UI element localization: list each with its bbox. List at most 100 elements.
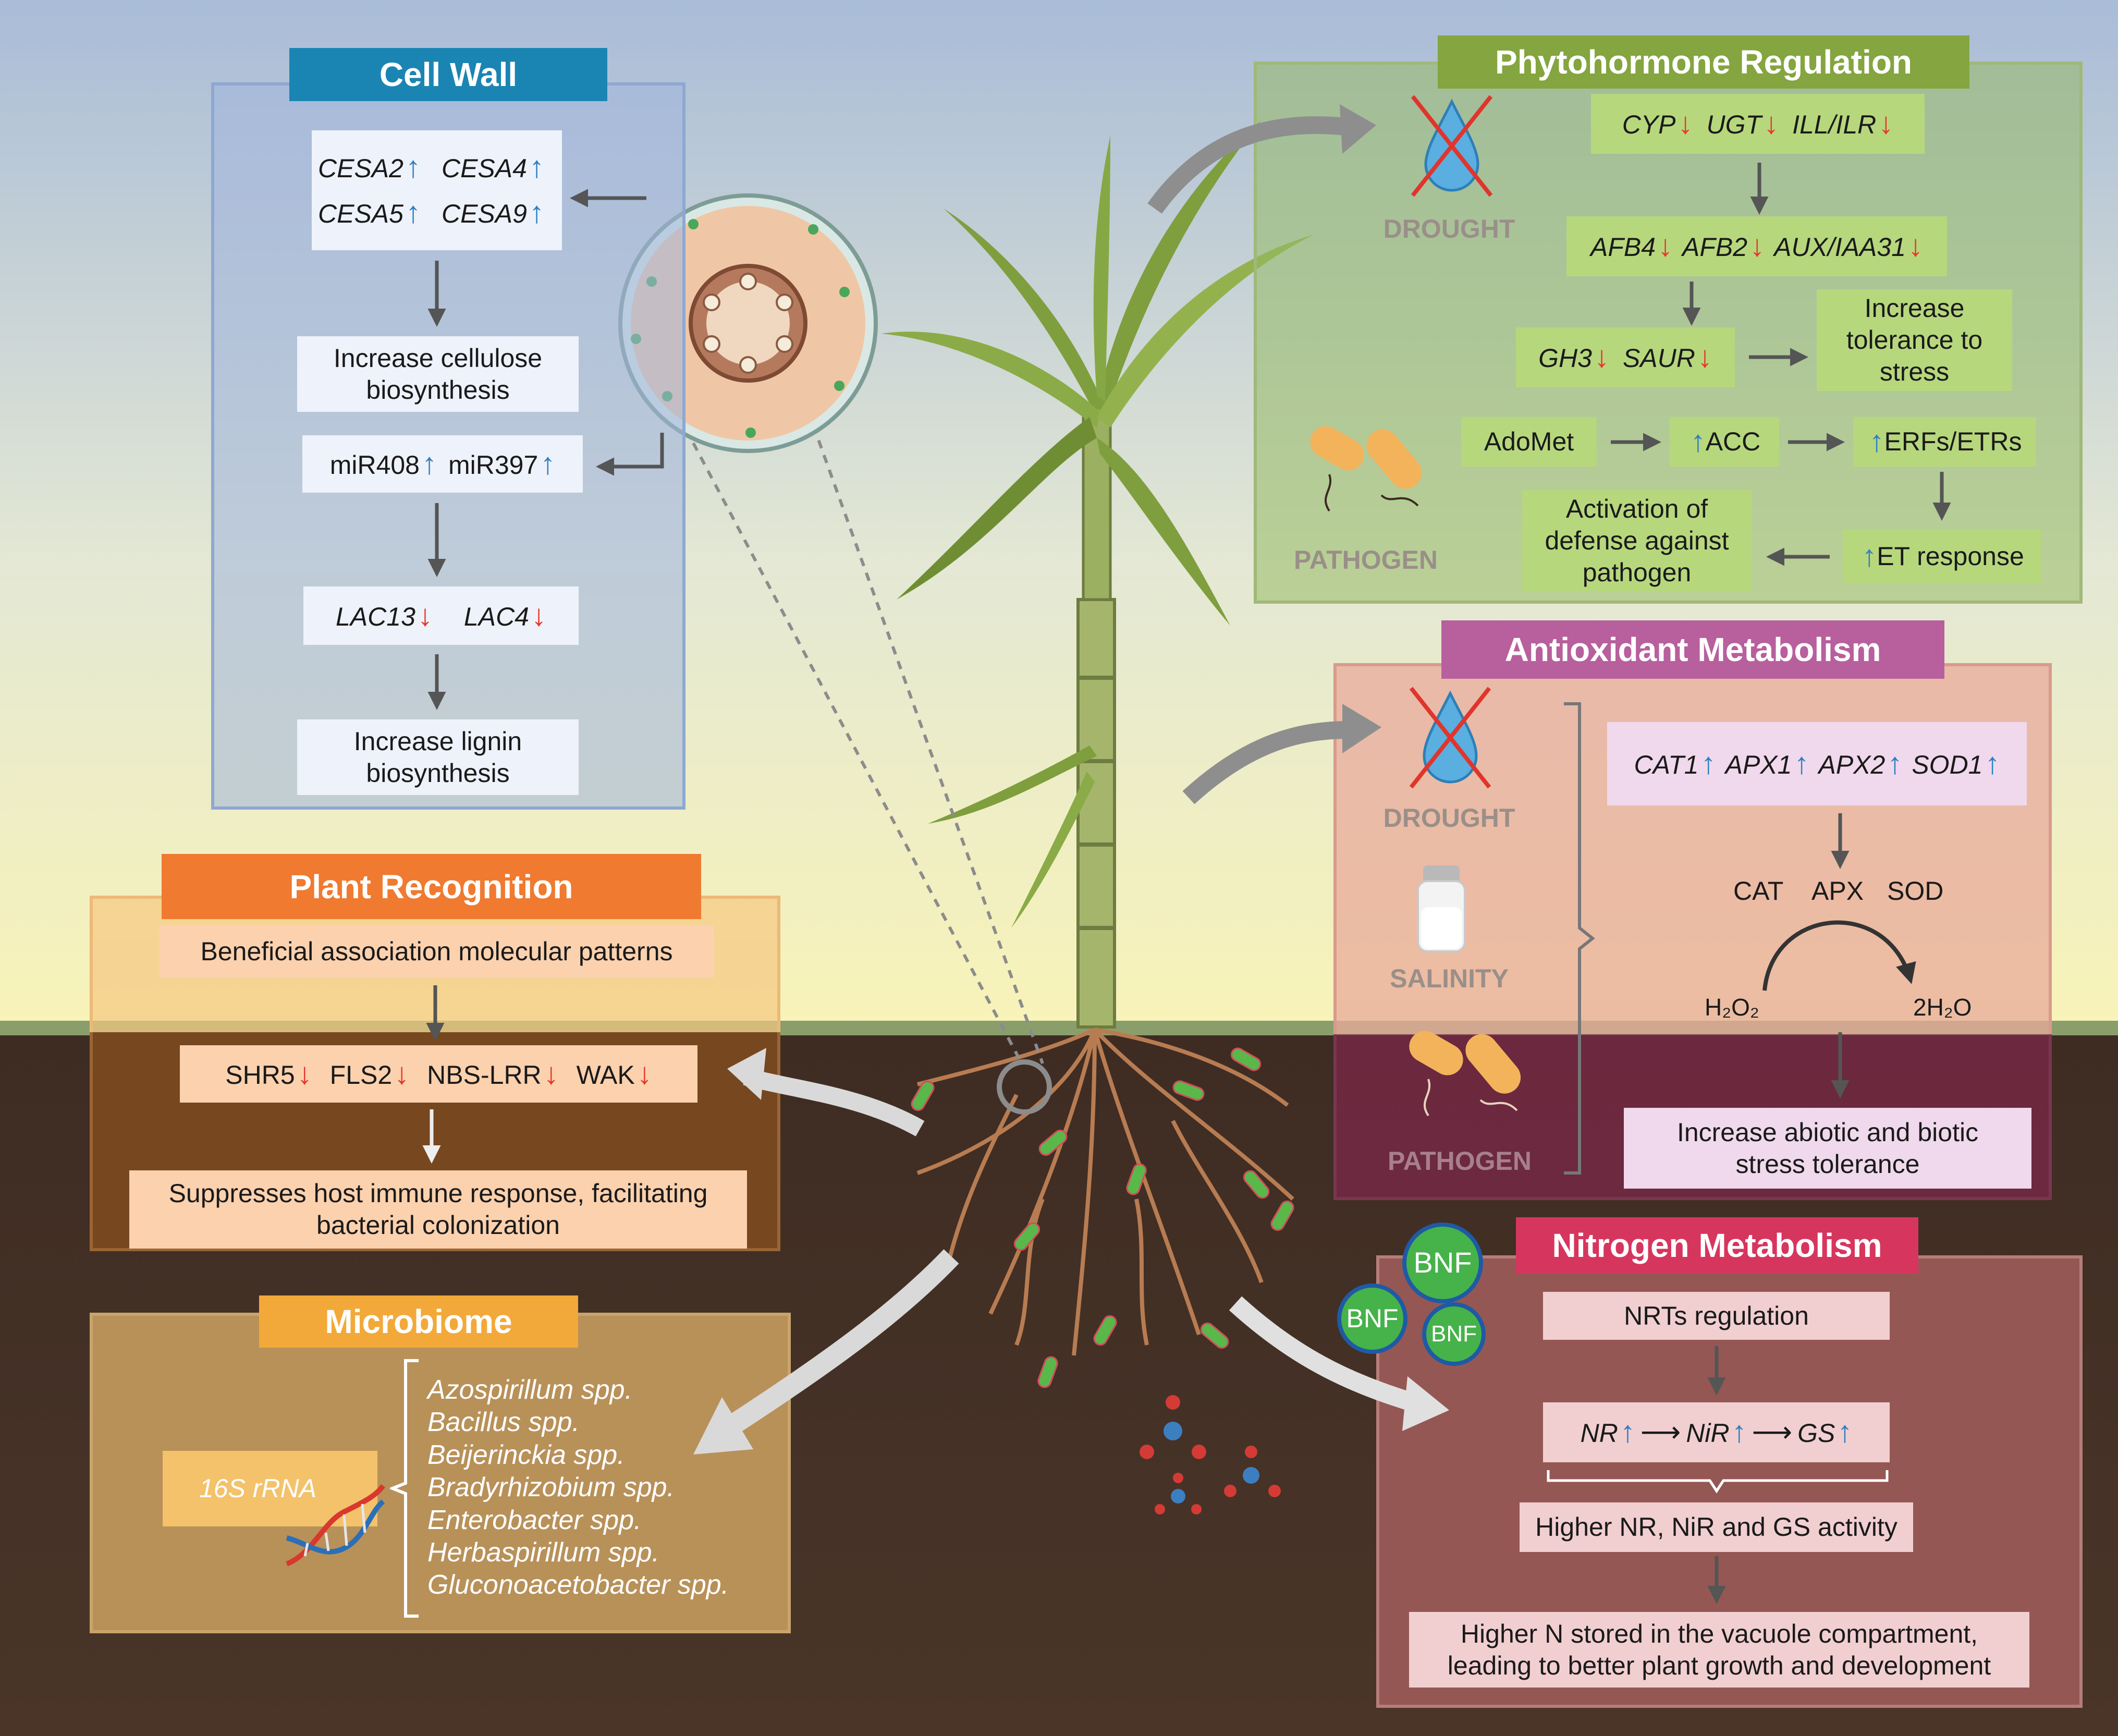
down-arrow-icon: ↓ [1678, 106, 1693, 141]
drought-label: DROUGHT [1383, 803, 1515, 833]
nir-enzyme: NiR [1686, 1419, 1730, 1448]
up-arrow-icon: ↑ [405, 195, 421, 229]
tolerance-box: Increase tolerance to stress [1817, 289, 2012, 391]
cesa9-gene: CESA9 [441, 199, 527, 228]
defense-box: Activation of defense against pathogen [1522, 490, 1752, 592]
pathogen-icon [1409, 1031, 1521, 1117]
up-arrow-icon: ↑ [1869, 424, 1884, 459]
up-arrow-icon: ↑ [529, 195, 544, 229]
drought-label: DROUGHT [1383, 214, 1515, 243]
down-arrow-icon: ↓ [1764, 106, 1779, 141]
up-arrow-icon: ↑ [405, 150, 421, 185]
down-arrow-icon: ↓ [297, 1056, 312, 1091]
up-arrow-icon: ↑ [1887, 746, 1903, 780]
cesa4-gene: CESA4 [441, 154, 527, 184]
up-arrow-icon: ↑ [529, 150, 544, 185]
cesa2-gene: CESA2 [318, 154, 403, 184]
down-arrow-icon: ↓ [1697, 340, 1712, 374]
receptor-gene-box: SHR5↓ FLS2↓ NBS-LRR↓ WAK↓ [180, 1045, 697, 1103]
dna-icon [285, 1484, 385, 1567]
sugarcane-plant [881, 120, 1314, 1029]
nitrogen-header: Nitrogen Metabolism [1516, 1217, 1918, 1274]
up-arrow-icon: ↑ [1700, 746, 1716, 780]
zoom-dash-1 [692, 442, 1023, 1065]
mir397-label: miR397 [448, 450, 538, 480]
species-item: Gluconoacetobacter spp. [427, 1570, 729, 1600]
water-drop-icon [1411, 95, 1493, 197]
antioxidant-header: Antioxidant Metabolism [1441, 620, 1944, 679]
down-arrow-icon: ↓ [1594, 340, 1609, 374]
up-arrow-icon: ↑ [1794, 746, 1809, 780]
right-arrow-icon: ⟶ [1640, 1416, 1681, 1448]
pathogen-label: PATHOGEN [1388, 1146, 1532, 1176]
down-arrow-icon: ↓ [1658, 229, 1673, 263]
afb2-gene: AFB2 [1682, 233, 1748, 262]
wak-gene: WAK [576, 1060, 635, 1090]
up-arrow-icon: ↑ [1690, 424, 1706, 459]
sod-enzyme-label: SOD [1887, 876, 1944, 906]
et-response-box: ↑ET response [1843, 529, 2041, 584]
apx1-gene: APX1 [1725, 750, 1792, 779]
erfs-label: ERFs/ETRs [1884, 427, 2022, 456]
cellulose-box: Increase cellulose biosynthesis [297, 336, 579, 412]
acc-box: ↑ACC [1670, 417, 1779, 467]
erfs-box: ↑ERFs/ETRs [1853, 417, 2036, 467]
pathogen-icon [1310, 426, 1422, 512]
recognition-header: Plant Recognition [162, 854, 701, 919]
up-arrow-icon: ↑ [1731, 1415, 1747, 1449]
down-arrow-icon: ↓ [394, 1056, 410, 1091]
right-arrow-icon: ⟶ [1752, 1416, 1793, 1448]
cat1-gene: CAT1 [1634, 750, 1699, 779]
lac4-gene: LAC4 [463, 602, 529, 631]
up-arrow-icon: ↑ [1985, 746, 2000, 780]
cyp-gene: CYP [1622, 110, 1676, 140]
root-zoom-circle [997, 1059, 1052, 1115]
shr5-gene: SHR5 [225, 1060, 295, 1090]
apx2-gene: APX2 [1818, 750, 1886, 779]
antioxidant-gene-box: CAT1↑ APX1↑ APX2↑ SOD1↑ [1607, 722, 2027, 805]
h2o2-label: H₂O₂ [1705, 994, 1759, 1021]
phytohormone-header: Phytohormone Regulation [1438, 35, 1969, 89]
microbiome-bracket [390, 1359, 419, 1618]
afb-aux-box: AFB4↓ AFB2↓ AUX/IAA31↓ [1566, 216, 1947, 276]
bnf-circle-3: BNF [1422, 1302, 1486, 1366]
down-arrow-icon: ↓ [417, 598, 433, 632]
cesa5-gene: CESA5 [318, 199, 403, 228]
rrna-label: 16S rRNA [199, 1474, 317, 1503]
apx-enzyme-label: APX [1811, 876, 1864, 906]
gh3-gene: GH3 [1538, 344, 1592, 373]
nbs-lrr-gene: NBS-LRR [427, 1060, 542, 1090]
down-arrow-icon: ↓ [1908, 229, 1924, 263]
species-item: Bacillus spp. [427, 1407, 580, 1438]
species-item: Bradyrhizobium spp. [427, 1472, 675, 1503]
lac13-gene: LAC13 [336, 602, 415, 631]
adomet-box: AdoMet [1461, 417, 1597, 467]
root-cross-section [618, 193, 878, 453]
fls2-gene: FLS2 [329, 1060, 393, 1090]
nr-enzyme: NR [1580, 1419, 1618, 1448]
up-arrow-icon: ↑ [540, 446, 556, 481]
species-item: Azospirillum spp. [427, 1375, 633, 1405]
mir408-label: miR408 [329, 450, 420, 480]
nitrate-molecules [1140, 1395, 1281, 1514]
stress-tolerance-box: Increase abiotic and biotic stress toler… [1624, 1108, 2031, 1189]
up-arrow-icon: ↑ [1837, 1415, 1853, 1449]
nitrogen-enzyme-box: NR↑ ⟶ NiR↑ ⟶ GS↑ [1543, 1402, 1890, 1462]
lac-gene-box: LAC13↓ LAC4↓ [303, 586, 579, 645]
sod1-gene: SOD1 [1912, 750, 1983, 779]
mirna-box: miR408↑ miR397↑ [302, 435, 583, 493]
water-drop-icon [1409, 687, 1491, 789]
down-arrow-icon: ↓ [531, 598, 546, 632]
immune-suppression-box: Suppresses host immune response, facilit… [129, 1170, 747, 1249]
up-arrow-icon: ↑ [1862, 539, 1877, 573]
up-arrow-icon: ↑ [1620, 1415, 1635, 1449]
acc-label: ACC [1705, 427, 1761, 456]
ugt-gene: UGT [1706, 110, 1762, 140]
down-arrow-icon: ↓ [1878, 106, 1894, 141]
down-arrow-icon: ↓ [1749, 229, 1765, 263]
cyp-ugt-ill-box: CYP↓ UGT↓ ILL/ILR↓ [1591, 94, 1925, 154]
cat-enzyme-label: CAT [1733, 876, 1784, 906]
salinity-label: SALINITY [1390, 964, 1509, 993]
cesa-gene-box: CESA2↑ CESA4↑ CESA5↑ CESA9↑ [312, 130, 562, 250]
